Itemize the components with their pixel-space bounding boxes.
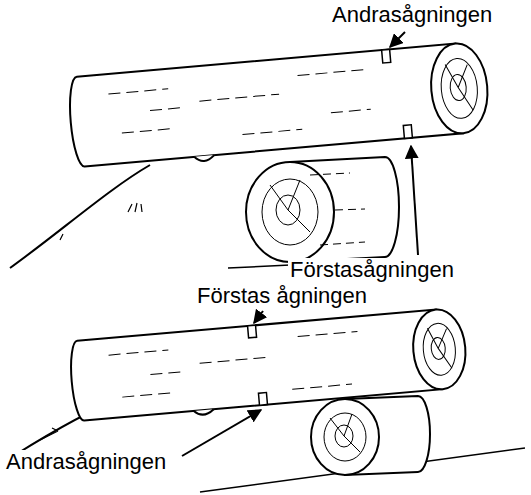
label-holder: Förstas ågningen <box>195 284 369 308</box>
part-label: Andrasågningen <box>330 3 494 27</box>
leader-arrow <box>390 32 405 47</box>
saw-cut <box>258 393 267 406</box>
slope-line <box>10 165 150 268</box>
part-label: Andrasågningen <box>4 450 168 474</box>
saw-cut <box>248 325 257 338</box>
main-log <box>68 307 469 426</box>
label-holder: Förstasågningen <box>288 258 456 282</box>
support-log <box>246 157 399 262</box>
main-log <box>67 41 492 172</box>
label-holder: Andrasågningen <box>330 3 494 27</box>
grass <box>40 428 58 440</box>
leader-arrow <box>254 311 263 323</box>
part-label: Förstasågningen <box>288 258 456 282</box>
support-log <box>311 396 430 475</box>
grass <box>60 203 142 240</box>
saw-cut <box>382 49 391 63</box>
part-label: Förstas ågningen <box>195 284 369 308</box>
leader-arrow <box>182 410 261 456</box>
label-holder: Andrasågningen <box>4 450 168 474</box>
saw-cut <box>403 125 412 139</box>
leader-arrow <box>411 146 418 255</box>
